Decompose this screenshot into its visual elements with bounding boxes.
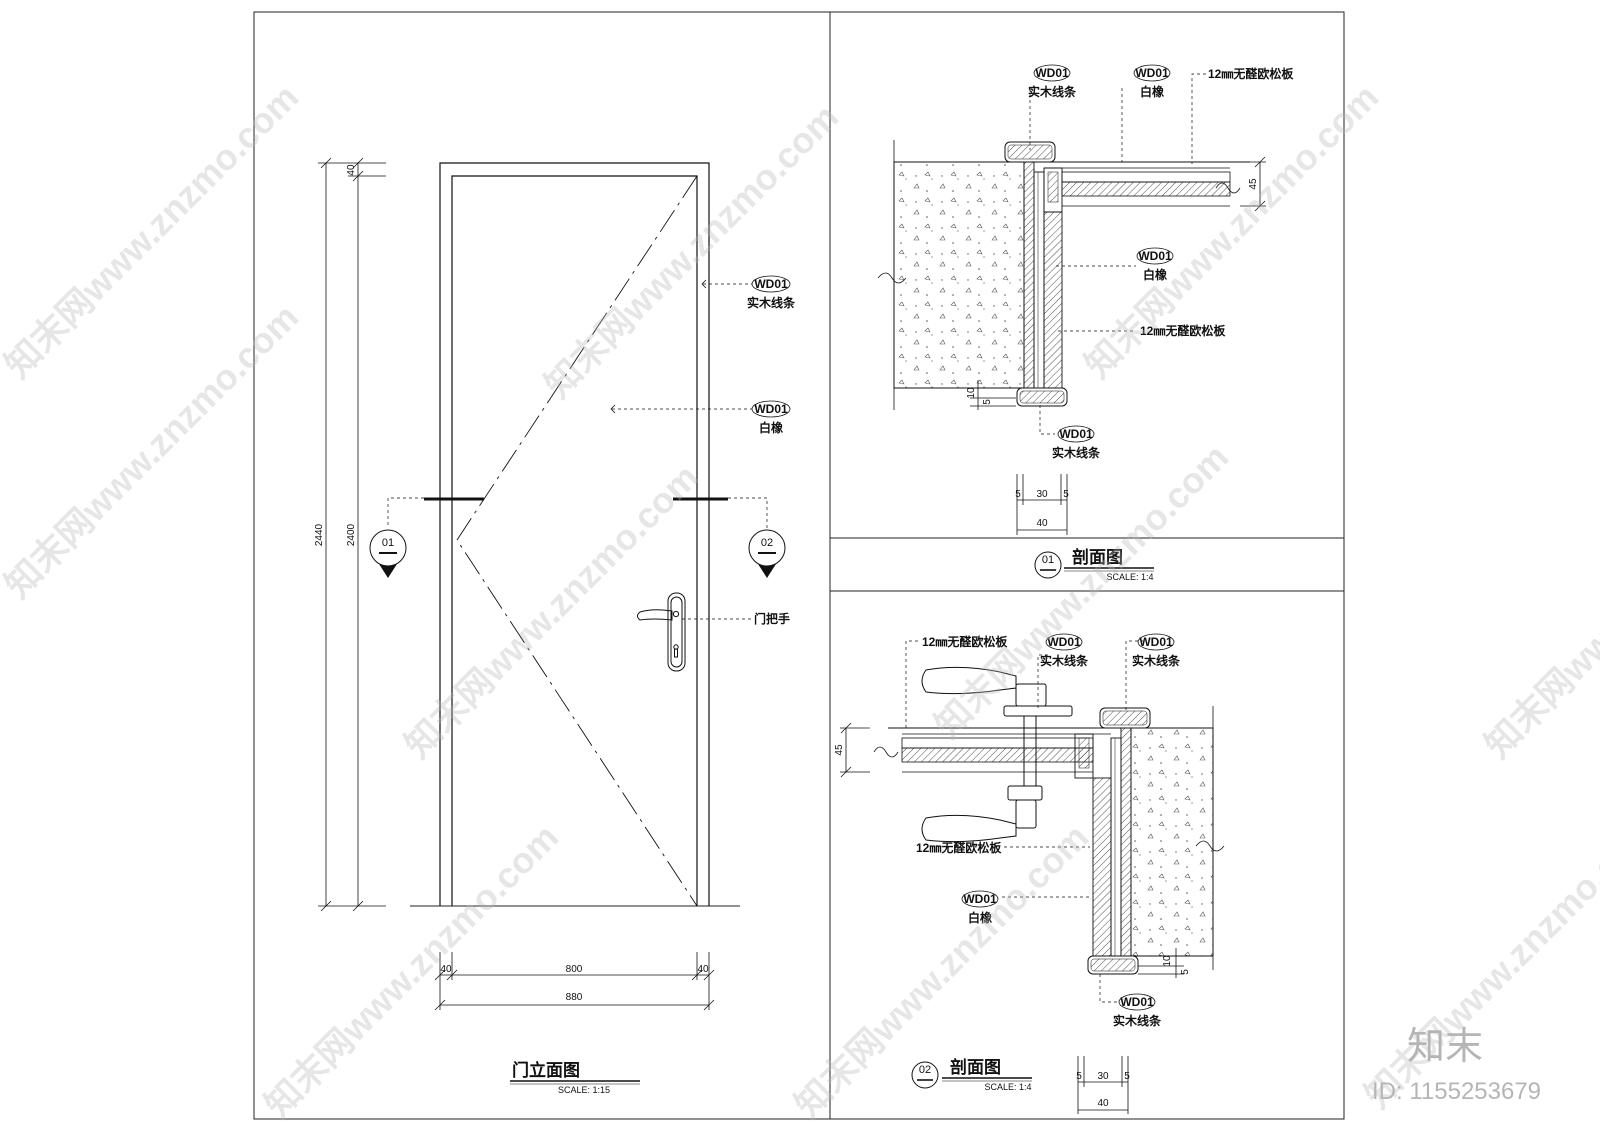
door-leaf	[451, 175, 698, 906]
callout-leaders	[387, 283, 768, 620]
s2-top-frame-right-text: 实木线条	[1132, 653, 1181, 668]
callout-frame-code: WD01	[754, 277, 788, 291]
s2-top-frame-code: WD01	[1047, 635, 1081, 649]
callout-frame-text: 实木线条	[747, 295, 796, 310]
elevation-title: 门立面图	[512, 1060, 580, 1080]
s2-top-frame-text: 实木线条	[1040, 653, 1089, 668]
s2-dim-w5b: 5	[1124, 1071, 1130, 1082]
material-tag-panel	[751, 400, 791, 418]
swing-indicator	[456, 175, 698, 907]
width-dimensions	[434, 952, 715, 1011]
section-02-number: 02	[761, 537, 773, 549]
wall-concrete	[893, 161, 1025, 389]
s2-dim-w5a: 5	[1076, 1071, 1082, 1082]
s2-top-frame-right-code: WD01	[1139, 635, 1173, 649]
svg-text:知末网www.znzmo.com: 知末网www.znzmo.com	[1477, 456, 1600, 765]
s1-dim-w5a: 5	[1015, 489, 1021, 500]
callout-arrows	[610, 279, 707, 414]
s1-bottom-frame-code: WD01	[1059, 427, 1093, 441]
door-frame	[439, 162, 710, 906]
s1-right-board-text: 12㎜无醛欧松板	[1140, 323, 1226, 338]
s2-dim-10: 10	[1162, 955, 1173, 967]
s1-title: 剖面图	[1072, 547, 1123, 567]
s1-scale: SCALE: 1:4	[1106, 572, 1153, 582]
s2-title-number: 02	[919, 1064, 931, 1076]
s1-top-oak-text: 白橡	[1140, 84, 1165, 99]
s2-mid-board-text: 12㎜无醛欧松板	[916, 840, 1002, 855]
watermark-layer: 知末网www.znzmo.com 知末网www.znzmo.com 知末网www…	[0, 76, 1600, 1125]
s2-dim-5: 5	[1180, 969, 1191, 975]
svg-text:知末网www.znzmo.com: 知末网www.znzmo.com	[537, 96, 846, 405]
s1-right-oak-code: WD01	[1138, 249, 1172, 263]
section-02-drawing: 45 10 5 5 30 5 40	[834, 633, 1225, 1114]
dim-total-width: 880	[566, 992, 583, 1003]
s2-title: 剖面图	[950, 1057, 1001, 1077]
s2-bottom-frame-text: 实木线条	[1113, 1013, 1162, 1028]
door-elevation: 2440 2400 40 40 800 40 880	[314, 157, 796, 1095]
sheet-frame	[253, 11, 1345, 1120]
s2-dim-w30: 30	[1097, 1071, 1109, 1082]
svg-text:知末网www.znzmo.com: 知末网www.znzmo.com	[397, 456, 706, 765]
s1-title-number: 01	[1042, 554, 1054, 566]
s2-scale: SCALE: 1:4	[984, 1082, 1031, 1092]
s1-bottom-frame-text: 实木线条	[1052, 445, 1101, 460]
brand-watermark: 知末	[1407, 1026, 1483, 1068]
dim-top-gap: 40	[346, 164, 357, 176]
svg-text:知末网www.znzmo.com: 知末网www.znzmo.com	[1357, 806, 1600, 1115]
section-symbol-01: 01	[369, 529, 407, 578]
section-symbol-02: 02	[748, 529, 786, 578]
s1-top-frame-text: 实木线条	[1028, 84, 1077, 99]
s1-dim-w40: 40	[1036, 518, 1048, 529]
s1-dim-w30: 30	[1036, 489, 1048, 500]
section-01-number: 01	[382, 537, 394, 549]
s1-top-oak-code: WD01	[1135, 66, 1169, 80]
s2-left-oak-code: WD01	[963, 892, 997, 906]
material-tag-frame	[751, 275, 791, 293]
s1-right-oak-text: 白橡	[1143, 267, 1168, 282]
s2-dim-thickness: 45	[834, 744, 845, 756]
s1-dim-w5b: 5	[1063, 489, 1069, 500]
s1-top-board-text: 12㎜无醛欧松板	[1208, 66, 1294, 81]
dim-total-height: 2440	[314, 523, 325, 546]
dim-right-frame: 40	[697, 964, 709, 975]
s1-dim-thickness: 45	[1248, 178, 1259, 190]
door-handle	[637, 592, 686, 672]
section-01-drawing: 45 10 5 5 30 5 40	[877, 64, 1294, 582]
s1-dim-10: 10	[966, 387, 977, 399]
elevation-scale: SCALE: 1:15	[558, 1085, 610, 1095]
callout-panel-code: WD01	[754, 402, 788, 416]
id-watermark: ID: 1155253679	[1372, 1078, 1541, 1105]
s1-top-frame-code: WD01	[1035, 66, 1069, 80]
s1-dim-5: 5	[982, 399, 993, 405]
s2-left-oak-text: 白橡	[968, 910, 993, 925]
s2-dim-w40: 40	[1097, 1098, 1109, 1109]
dim-door-width: 800	[566, 964, 583, 975]
svg-text:知末网www.znzmo.com: 知末网www.znzmo.com	[1077, 76, 1386, 385]
s2-bottom-frame-code: WD01	[1120, 995, 1154, 1009]
callout-panel-text: 白橡	[759, 420, 784, 435]
height-dimensions	[318, 157, 386, 912]
dim-door-height: 2400	[346, 523, 357, 546]
dim-left-frame: 40	[440, 964, 452, 975]
s2-top-board-text: 12㎜无醛欧松板	[922, 634, 1008, 649]
svg-text:知末网www.znzmo.com: 知末网www.znzmo.com	[787, 816, 1096, 1125]
callout-handle-text: 门把手	[754, 611, 790, 626]
